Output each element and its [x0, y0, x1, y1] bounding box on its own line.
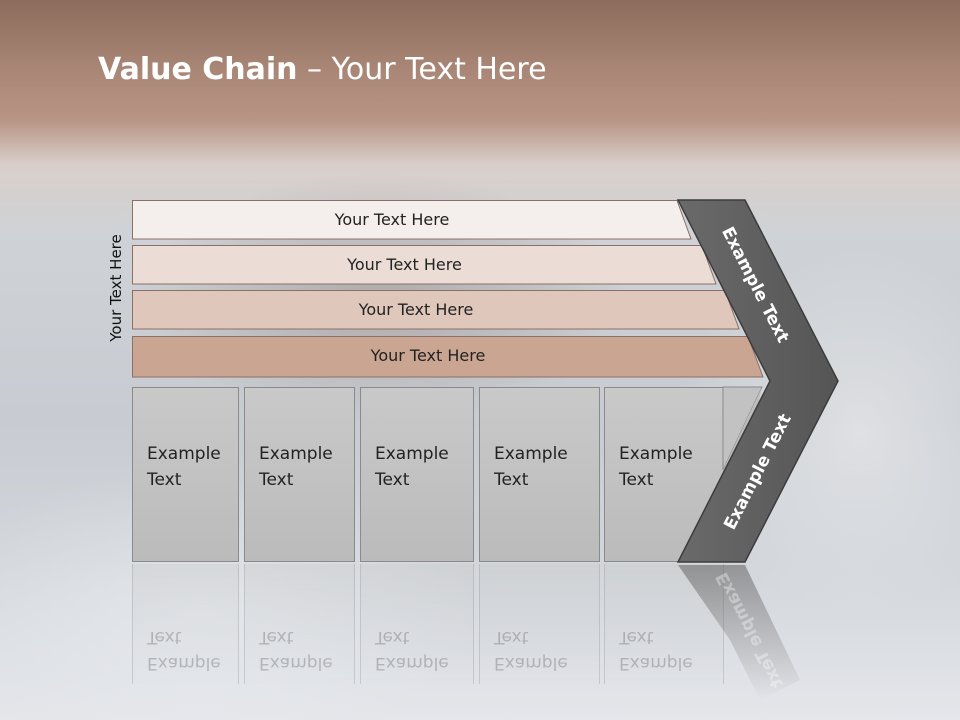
activity-3-line1: Example [375, 444, 449, 464]
primary-activity-5[interactable]: Example Text [604, 387, 724, 562]
title-bold: Value Chain [98, 52, 298, 87]
activity-2-line2: Text [259, 470, 294, 490]
reflection-5-line2: Text [619, 627, 654, 647]
primary-activity-4[interactable]: Example Text [479, 387, 600, 562]
reflection-4-line2: Text [494, 627, 529, 647]
activity-reflection-3: Example Text [360, 564, 474, 684]
activity-2-line1: Example [259, 444, 333, 464]
support-band-2-label: Your Text Here [347, 254, 462, 274]
support-band-2[interactable]: Your Text Here [132, 245, 717, 285]
title-rest: – Your Text Here [297, 52, 547, 87]
activity-1-line2: Text [147, 470, 182, 490]
reflection-text-5: Example Text [619, 624, 693, 676]
side-label: Your Text Here [107, 234, 125, 342]
reflection-1-line2: Text [147, 627, 182, 647]
support-band-1-label: Your Text Here [334, 209, 450, 229]
activity-reflection-5: Example Text [604, 564, 724, 684]
support-band-4-label: Your Text Here [370, 345, 486, 365]
primary-activity-2[interactable]: Example Text [244, 387, 355, 562]
reflection-3-line2: Text [375, 627, 410, 647]
activity-3-line2: Text [375, 470, 410, 490]
reflection-2-line1: Example [259, 653, 333, 673]
reflection-1-line1: Example [147, 653, 221, 673]
reflection-text-2: Example Text [259, 624, 333, 676]
support-band-3[interactable]: Your Text Here [132, 290, 740, 330]
activity-4-line2: Text [494, 470, 529, 490]
reflection-4-line1: Example [494, 653, 568, 673]
primary-activity-1[interactable]: Example Text [132, 387, 239, 562]
support-band-1[interactable]: Your Text Here [132, 200, 692, 240]
reflection-5-line1: Example [619, 653, 693, 673]
activity-4-line1: Example [494, 444, 568, 464]
support-band-4[interactable]: Your Text Here [132, 336, 764, 378]
reflection-text-1: Example Text [147, 624, 221, 676]
reflection-3-line1: Example [375, 653, 449, 673]
activity-reflection-1: Example Text [132, 564, 239, 684]
activity-reflection-2: Example Text [244, 564, 355, 684]
support-band-3-label: Your Text Here [358, 299, 474, 319]
primary-activity-3[interactable]: Example Text [360, 387, 474, 562]
reflection-text-3: Example Text [375, 624, 449, 676]
activity-1-line1: Example [147, 444, 221, 464]
reflection-2-line2: Text [259, 627, 294, 647]
activity-5-line1: Example [619, 444, 693, 464]
page-title: Value Chain – Your Text Here [98, 52, 547, 87]
reflection-text-4: Example Text [494, 624, 568, 676]
activity-5-line2: Text [619, 470, 654, 490]
activity-reflection-4: Example Text [479, 564, 600, 684]
